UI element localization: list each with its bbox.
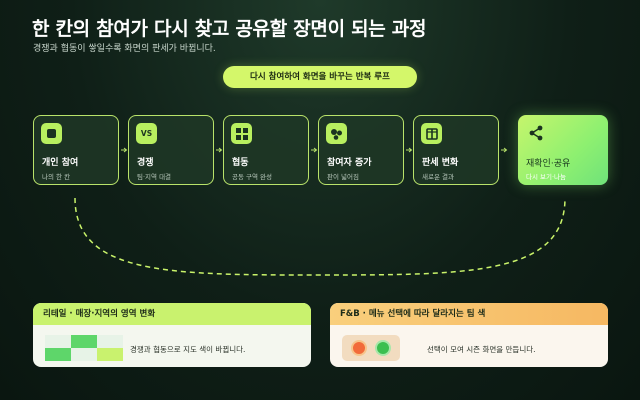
retail-card: 리테일 · 매장·지역의 영역 변화 경쟁과 협동으로 지도 색이 바뀝니다.: [33, 303, 311, 367]
page-subtitle: 경쟁과 협동이 쌓일수록 화면의 판세가 바뀝니다.: [33, 44, 216, 54]
map-grid-icon: [45, 335, 123, 361]
step-label: 협동: [232, 158, 249, 168]
fnb-card-title: F&B · 메뉴 선택에 따라 달라지는 팀 색: [330, 303, 608, 325]
share-icon: [525, 122, 546, 143]
step-sub: 팀·지역 대결: [137, 173, 172, 181]
retail-card-text: 경쟁과 협동으로 지도 색이 바뀝니다.: [130, 345, 246, 354]
step-sub: 판이 넓어짐: [327, 173, 359, 181]
step-sub: 공동 구역 완성: [232, 173, 273, 181]
box-icon: [421, 123, 442, 144]
step-label: 경쟁: [137, 158, 154, 168]
step-competition: VS 경쟁 팀·지역 대결: [128, 115, 214, 185]
page-title: 한 칸의 참여가 다시 찾고 공유할 장면이 되는 과정: [32, 18, 427, 40]
arrow-icon: [216, 147, 223, 153]
orange-team-icon: [351, 340, 367, 356]
fnb-card-text: 선택이 모여 시즌 화면을 만듭니다.: [427, 345, 536, 354]
people-icon: [326, 123, 347, 144]
step-sub: 다시 보기·나눔: [526, 173, 567, 181]
arrow-icon: [121, 147, 128, 153]
arrow-icon: [311, 147, 318, 153]
fnb-card: F&B · 메뉴 선택에 따라 달라지는 팀 색 선택이 모여 시즌 화면을 만…: [330, 303, 608, 367]
step-label: 참여자 증가: [327, 158, 372, 168]
step-share: 재확인·공유 다시 보기·나눔: [518, 115, 608, 185]
arrow-icon: [501, 147, 508, 153]
step-label: 재확인·공유: [526, 159, 571, 169]
green-team-icon: [375, 340, 391, 356]
step-sub: 나의 한 칸: [42, 173, 71, 181]
step-participants: 참여자 증가 판이 넓어짐: [318, 115, 404, 185]
step-individual: 개인 참여 나의 한 칸: [33, 115, 119, 185]
step-label: 판세 변화: [422, 158, 459, 168]
arrow-icon: [406, 147, 413, 153]
retail-card-title: 리테일 · 매장·지역의 영역 변화: [33, 303, 311, 325]
vs-icon: VS: [136, 123, 157, 144]
step-sub: 새로운 결과: [422, 173, 454, 181]
square-icon: [41, 123, 62, 144]
grid-icon: [231, 123, 252, 144]
step-cooperation: 협동 공동 구역 완성: [223, 115, 309, 185]
loop-label: 다시 참여하여 화면을 바꾸는 반복 루프: [223, 66, 417, 88]
step-label: 개인 참여: [42, 158, 79, 168]
step-shift: 판세 변화 새로운 결과: [413, 115, 499, 185]
team-color-swatch: [342, 335, 400, 361]
